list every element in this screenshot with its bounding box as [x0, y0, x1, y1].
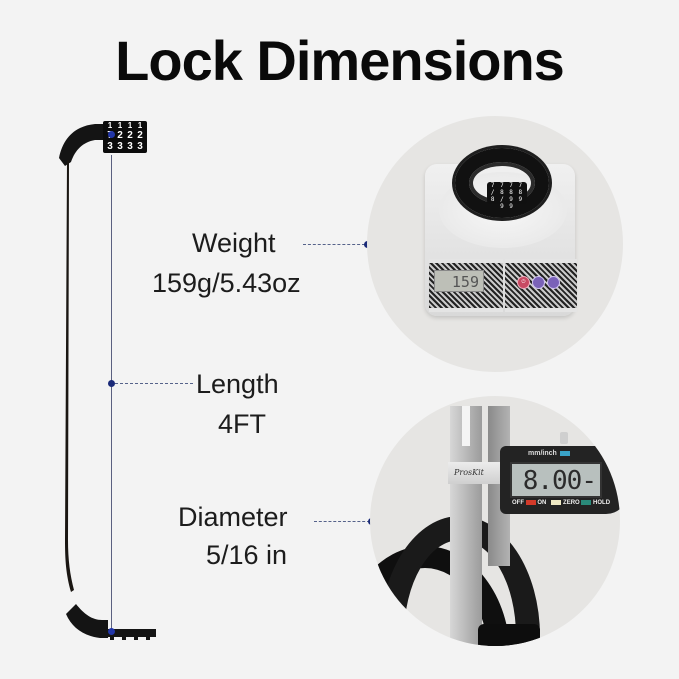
zero-button	[551, 500, 562, 505]
dial-bottom-1: 3	[107, 141, 113, 152]
caliper-buttons: OFF ON ZERO HOLD	[512, 500, 610, 506]
off-label: OFF	[512, 500, 524, 507]
caliper-photo: ProsKit mm/inch 8.00- OFF ON ZERO HOLD	[370, 396, 620, 646]
dial-top-2: 1	[117, 121, 123, 130]
cable-sleeve	[478, 624, 540, 646]
spec-diameter: Diameter 5/16 in	[178, 501, 378, 571]
guide-top-dot	[108, 131, 115, 138]
dial-mid-3: 2	[127, 130, 133, 141]
lock-cable-icon	[65, 160, 74, 592]
dial-bottom-4: 3	[137, 141, 143, 152]
coil-lock-dials: 7 7 7 7 / 8 8 8 8 / 9 9 9 9	[487, 182, 527, 210]
lock-illustration: 1 1 1 1 7 2 2 2 3 3 3 3	[0, 0, 180, 679]
dial-bottom-3: 3	[127, 141, 133, 152]
caliper-brand-label: ProsKit	[448, 462, 506, 484]
caliper-jaw-tip	[462, 406, 470, 446]
thumb-wheel-icon	[560, 432, 568, 444]
mode-button	[560, 451, 570, 456]
on-label: ON	[537, 500, 547, 507]
diameter-connector	[314, 521, 370, 522]
page-title: Lock Dimensions	[115, 29, 565, 92]
scale-display: 159	[434, 270, 484, 292]
func-button-icon	[532, 276, 545, 289]
dial-top-3: 1	[127, 121, 133, 130]
dial-bottom-2: 3	[117, 141, 123, 152]
lock-head-top-icon	[59, 124, 103, 166]
power-button-icon: ⏻	[517, 276, 530, 289]
lock-key-bolt-icon	[106, 629, 156, 640]
length-guide-line	[111, 155, 112, 633]
caliper-fixed-jaw	[450, 406, 482, 646]
length-label: Length	[196, 369, 279, 399]
dial-top-4: 1	[137, 121, 143, 130]
diameter-value: 5/16 in	[206, 540, 288, 570]
zero-label: ZERO	[563, 500, 580, 507]
hold-label: HOLD	[593, 500, 611, 507]
on-off-button	[525, 500, 536, 505]
dial-mid-2: 2	[117, 130, 123, 141]
dial-mid-4: 2	[137, 130, 143, 141]
caliper-display: 8.00-	[510, 462, 602, 498]
func-button-2-icon	[547, 276, 560, 289]
weight-value: 159g/5.43oz	[152, 268, 301, 298]
length-dot	[108, 380, 115, 387]
weight-connector	[303, 244, 365, 245]
diameter-label: Diameter	[178, 502, 288, 532]
length-connector	[115, 383, 193, 384]
length-value: 4FT	[218, 409, 267, 439]
spec-weight: Weight 159g/5.43oz	[150, 227, 371, 298]
dial-top-1: 1	[107, 121, 113, 130]
mode-label: mm/inch	[528, 450, 557, 457]
scale-photo: 7 7 7 7 / 8 8 8 8 / 9 9 9 9 159 ⏻	[367, 116, 623, 372]
lock-head-bottom-icon	[66, 604, 108, 638]
guide-bottom-dot	[108, 628, 115, 635]
weight-label: Weight	[192, 228, 276, 258]
spec-length: Length 4FT	[106, 368, 306, 439]
hold-button	[581, 500, 592, 505]
